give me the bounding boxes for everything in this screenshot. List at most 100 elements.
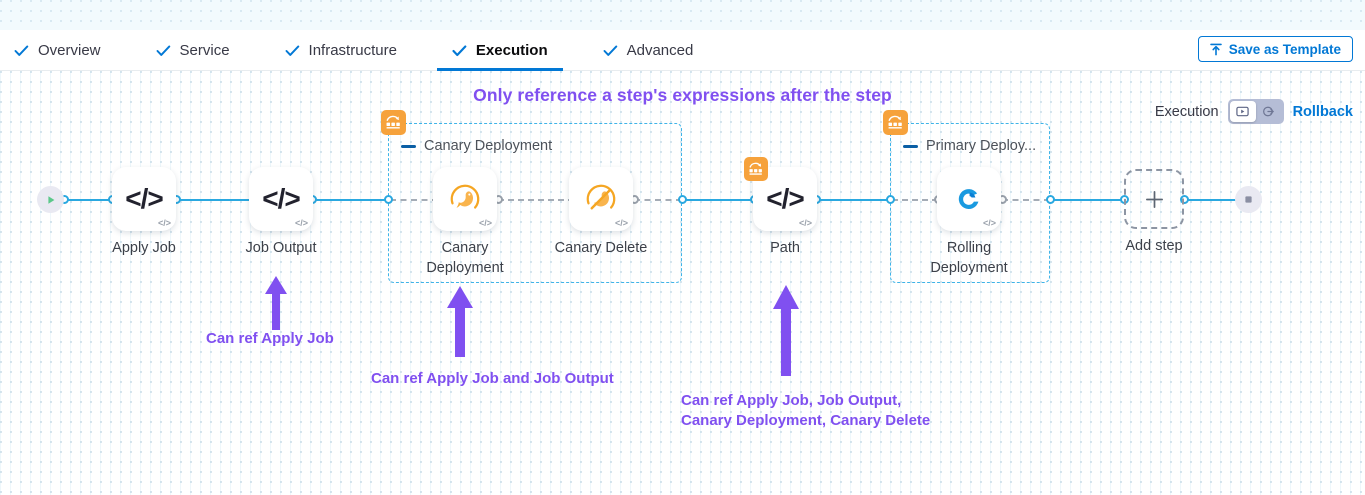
code-icon: </> xyxy=(125,183,163,214)
tab-infrastructure[interactable]: Infrastructure xyxy=(285,30,419,71)
canary-delete-icon xyxy=(586,184,616,214)
rollback-view-toggle-button[interactable] xyxy=(1256,101,1282,122)
execution-view-toggle-button[interactable] xyxy=(1229,101,1256,122)
collapse-dash-icon[interactable] xyxy=(903,144,918,148)
node-rolling-deployment[interactable]: </> xyxy=(937,167,1001,231)
tab-execution-label: Execution xyxy=(475,42,548,59)
link-joboutput-canarygroup xyxy=(312,199,390,201)
annotation-arrow-canary-deployment xyxy=(447,286,473,357)
stage-tabs: Overview Service Infrastructure Executio… xyxy=(14,30,748,71)
canary-bird-icon xyxy=(450,184,480,214)
port-primarygroup-in[interactable] xyxy=(886,195,895,204)
pipeline-start-node[interactable] xyxy=(37,186,64,213)
node-rolling-deployment-label-line2: Deployment xyxy=(930,260,1008,276)
link-canarydelete-groupend xyxy=(634,199,682,201)
upload-template-icon xyxy=(1209,43,1222,55)
execution-rollback-toggle[interactable] xyxy=(1227,99,1284,124)
canary-deployment-group-header[interactable]: Canary Deployment xyxy=(401,138,552,154)
node-canary-delete-label: Canary Delete xyxy=(554,240,648,256)
stop-icon xyxy=(1245,196,1252,203)
port-canarygroup-in[interactable] xyxy=(384,195,393,204)
rollback-view-icon xyxy=(1263,106,1274,117)
rolling-deployment-icon xyxy=(958,189,979,210)
check-icon xyxy=(452,44,467,56)
node-canary-deployment-label-line2: Deployment xyxy=(426,260,504,276)
tab-advanced-label: Advanced xyxy=(626,42,694,59)
node-path[interactable]: </> </> xyxy=(744,157,817,231)
tab-advanced[interactable]: Advanced xyxy=(603,30,716,71)
primary-deployment-group-header[interactable]: Primary Deploy... xyxy=(903,138,1036,154)
headline-annotation: Only reference a step's expressions afte… xyxy=(473,85,892,105)
link-start-applyjob xyxy=(64,199,132,201)
annotation-arrow-apply-job xyxy=(265,276,287,330)
execution-view-control: Execution Rollback xyxy=(1155,99,1353,124)
node-canary-delete[interactable]: </> xyxy=(569,167,633,231)
stage-tabbar: Overview Service Infrastructure Executio… xyxy=(0,30,1365,71)
code-mini-icon: </> xyxy=(294,218,308,228)
execution-label: Execution xyxy=(1154,103,1219,120)
add-step-button[interactable] xyxy=(1124,169,1184,229)
code-mini-icon: </> xyxy=(798,218,812,228)
node-rolling-deployment-label-line1: Rolling xyxy=(946,240,992,256)
annotation-path-text-line2: Canary Deployment, Canary Delete xyxy=(681,412,931,429)
execution-view-icon xyxy=(1236,106,1249,117)
rollback-link[interactable]: Rollback xyxy=(1292,103,1353,120)
node-rolling-deployment-label: Rolling Deployment xyxy=(904,238,1034,278)
stage-template-icon xyxy=(744,157,768,181)
primary-deployment-group-title: Primary Deploy... xyxy=(926,138,1037,154)
node-apply-job[interactable]: </> </> xyxy=(112,167,176,231)
link-primarygroup-rolling xyxy=(892,199,938,201)
node-apply-job-label: Apply Job xyxy=(112,240,176,256)
code-mini-icon: </> xyxy=(614,218,628,228)
execution-canvas[interactable]: Only reference a step's expressions afte… xyxy=(0,71,1365,495)
canvas-top-strip xyxy=(0,0,1365,30)
annotation-canary-deployment-text: Can ref Apply Job and Job Output xyxy=(371,370,614,387)
node-canary-deployment[interactable]: </> xyxy=(433,167,497,231)
port-primarygroup-out[interactable] xyxy=(1046,195,1055,204)
tab-infrastructure-label: Infrastructure xyxy=(308,42,397,59)
node-path-label: Path xyxy=(770,240,800,256)
play-icon xyxy=(47,195,54,204)
port-addstep-out[interactable] xyxy=(1180,195,1189,204)
annotation-arrow-path xyxy=(773,285,799,376)
code-mini-icon: </> xyxy=(157,218,171,228)
save-as-template-label: Save as Template xyxy=(1228,41,1341,57)
check-icon xyxy=(156,45,170,56)
link-primarygroup-addstep xyxy=(1050,199,1124,201)
link-canarygroup-path xyxy=(682,199,754,201)
code-icon: </> xyxy=(766,183,804,214)
check-icon xyxy=(603,45,617,56)
plus-icon xyxy=(1145,190,1163,208)
link-applyjob-joboutput xyxy=(176,199,254,201)
node-canary-deployment-label: Canary Deployment xyxy=(400,238,530,278)
node-job-output[interactable]: </> </> xyxy=(249,167,313,231)
collapse-dash-icon[interactable] xyxy=(401,144,416,148)
pipeline-end-node[interactable] xyxy=(1235,186,1262,213)
link-canarydeploy-canarydelete xyxy=(498,199,574,201)
link-canarygroup-canarydeploy xyxy=(390,199,438,201)
tab-service-label: Service xyxy=(179,42,230,59)
node-canary-deployment-label-line1: Canary xyxy=(441,240,489,256)
code-mini-icon: </> xyxy=(982,218,996,228)
link-path-primarygroup xyxy=(816,199,892,201)
annotation-apply-job-text: Can ref Apply Job xyxy=(206,330,334,347)
node-job-output-label: Job Output xyxy=(245,240,317,256)
save-as-template-button[interactable]: Save as Template xyxy=(1197,36,1353,62)
stage-template-icon xyxy=(381,110,406,135)
add-step-label: Add step xyxy=(1125,238,1183,254)
tab-service[interactable]: Service xyxy=(156,30,252,71)
tab-overview[interactable]: Overview xyxy=(14,30,123,71)
port-canarygroup-out[interactable] xyxy=(678,195,687,204)
code-mini-icon: </> xyxy=(478,218,492,228)
stage-template-icon xyxy=(883,110,908,135)
tab-overview-label: Overview xyxy=(38,42,101,59)
link-rolling-groupend xyxy=(1002,199,1050,201)
check-icon xyxy=(285,45,299,56)
check-icon xyxy=(14,45,29,56)
code-icon: </> xyxy=(262,183,300,214)
link-addstep-end xyxy=(1184,199,1240,201)
tab-execution[interactable]: Execution xyxy=(436,30,570,71)
pipeline-graph: Canary Deployment Primary De xyxy=(0,71,1365,495)
canary-deployment-group-title: Canary Deployment xyxy=(424,138,553,154)
